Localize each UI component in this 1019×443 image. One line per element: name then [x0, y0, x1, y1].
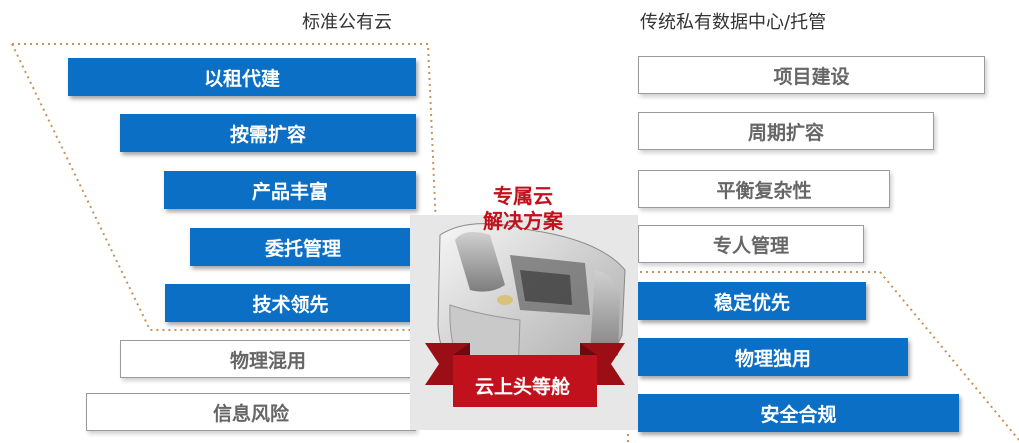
center-title-line1: 专属云 — [493, 184, 553, 208]
right-item-4: 专人管理 — [638, 225, 864, 263]
private-cloud-boundary — [640, 271, 1019, 441]
left-title: 标准公有云 — [302, 12, 392, 33]
right-item-1: 项目建设 — [638, 56, 985, 94]
center-title-line2: 解决方案 — [483, 209, 563, 233]
left-item-1: 以租代建 — [68, 58, 416, 96]
left-item-6: 物理混用 — [120, 340, 416, 378]
ribbon-label: 云上头等舱 — [474, 375, 570, 398]
right-item-2: 周期扩容 — [638, 112, 934, 150]
first-class-seat-image — [410, 215, 638, 430]
left-item-2: 按需扩容 — [120, 114, 416, 152]
left-item-7: 信息风险 — [86, 393, 416, 431]
right-title: 传统私有数据中心/托管 — [640, 12, 827, 33]
right-item-3: 平衡复杂性 — [638, 170, 890, 208]
ribbon-banner — [425, 343, 625, 407]
right-item-6: 物理独用 — [638, 338, 908, 376]
seat-illustration — [410, 215, 638, 430]
right-item-7: 安全合规 — [638, 394, 959, 432]
center-title: 专属云 解决方案 — [438, 184, 608, 234]
left-item-5: 技术领先 — [165, 284, 416, 322]
left-item-3: 产品丰富 — [164, 171, 416, 209]
left-item-4: 委托管理 — [190, 228, 416, 266]
right-item-5: 稳定优先 — [638, 282, 866, 320]
